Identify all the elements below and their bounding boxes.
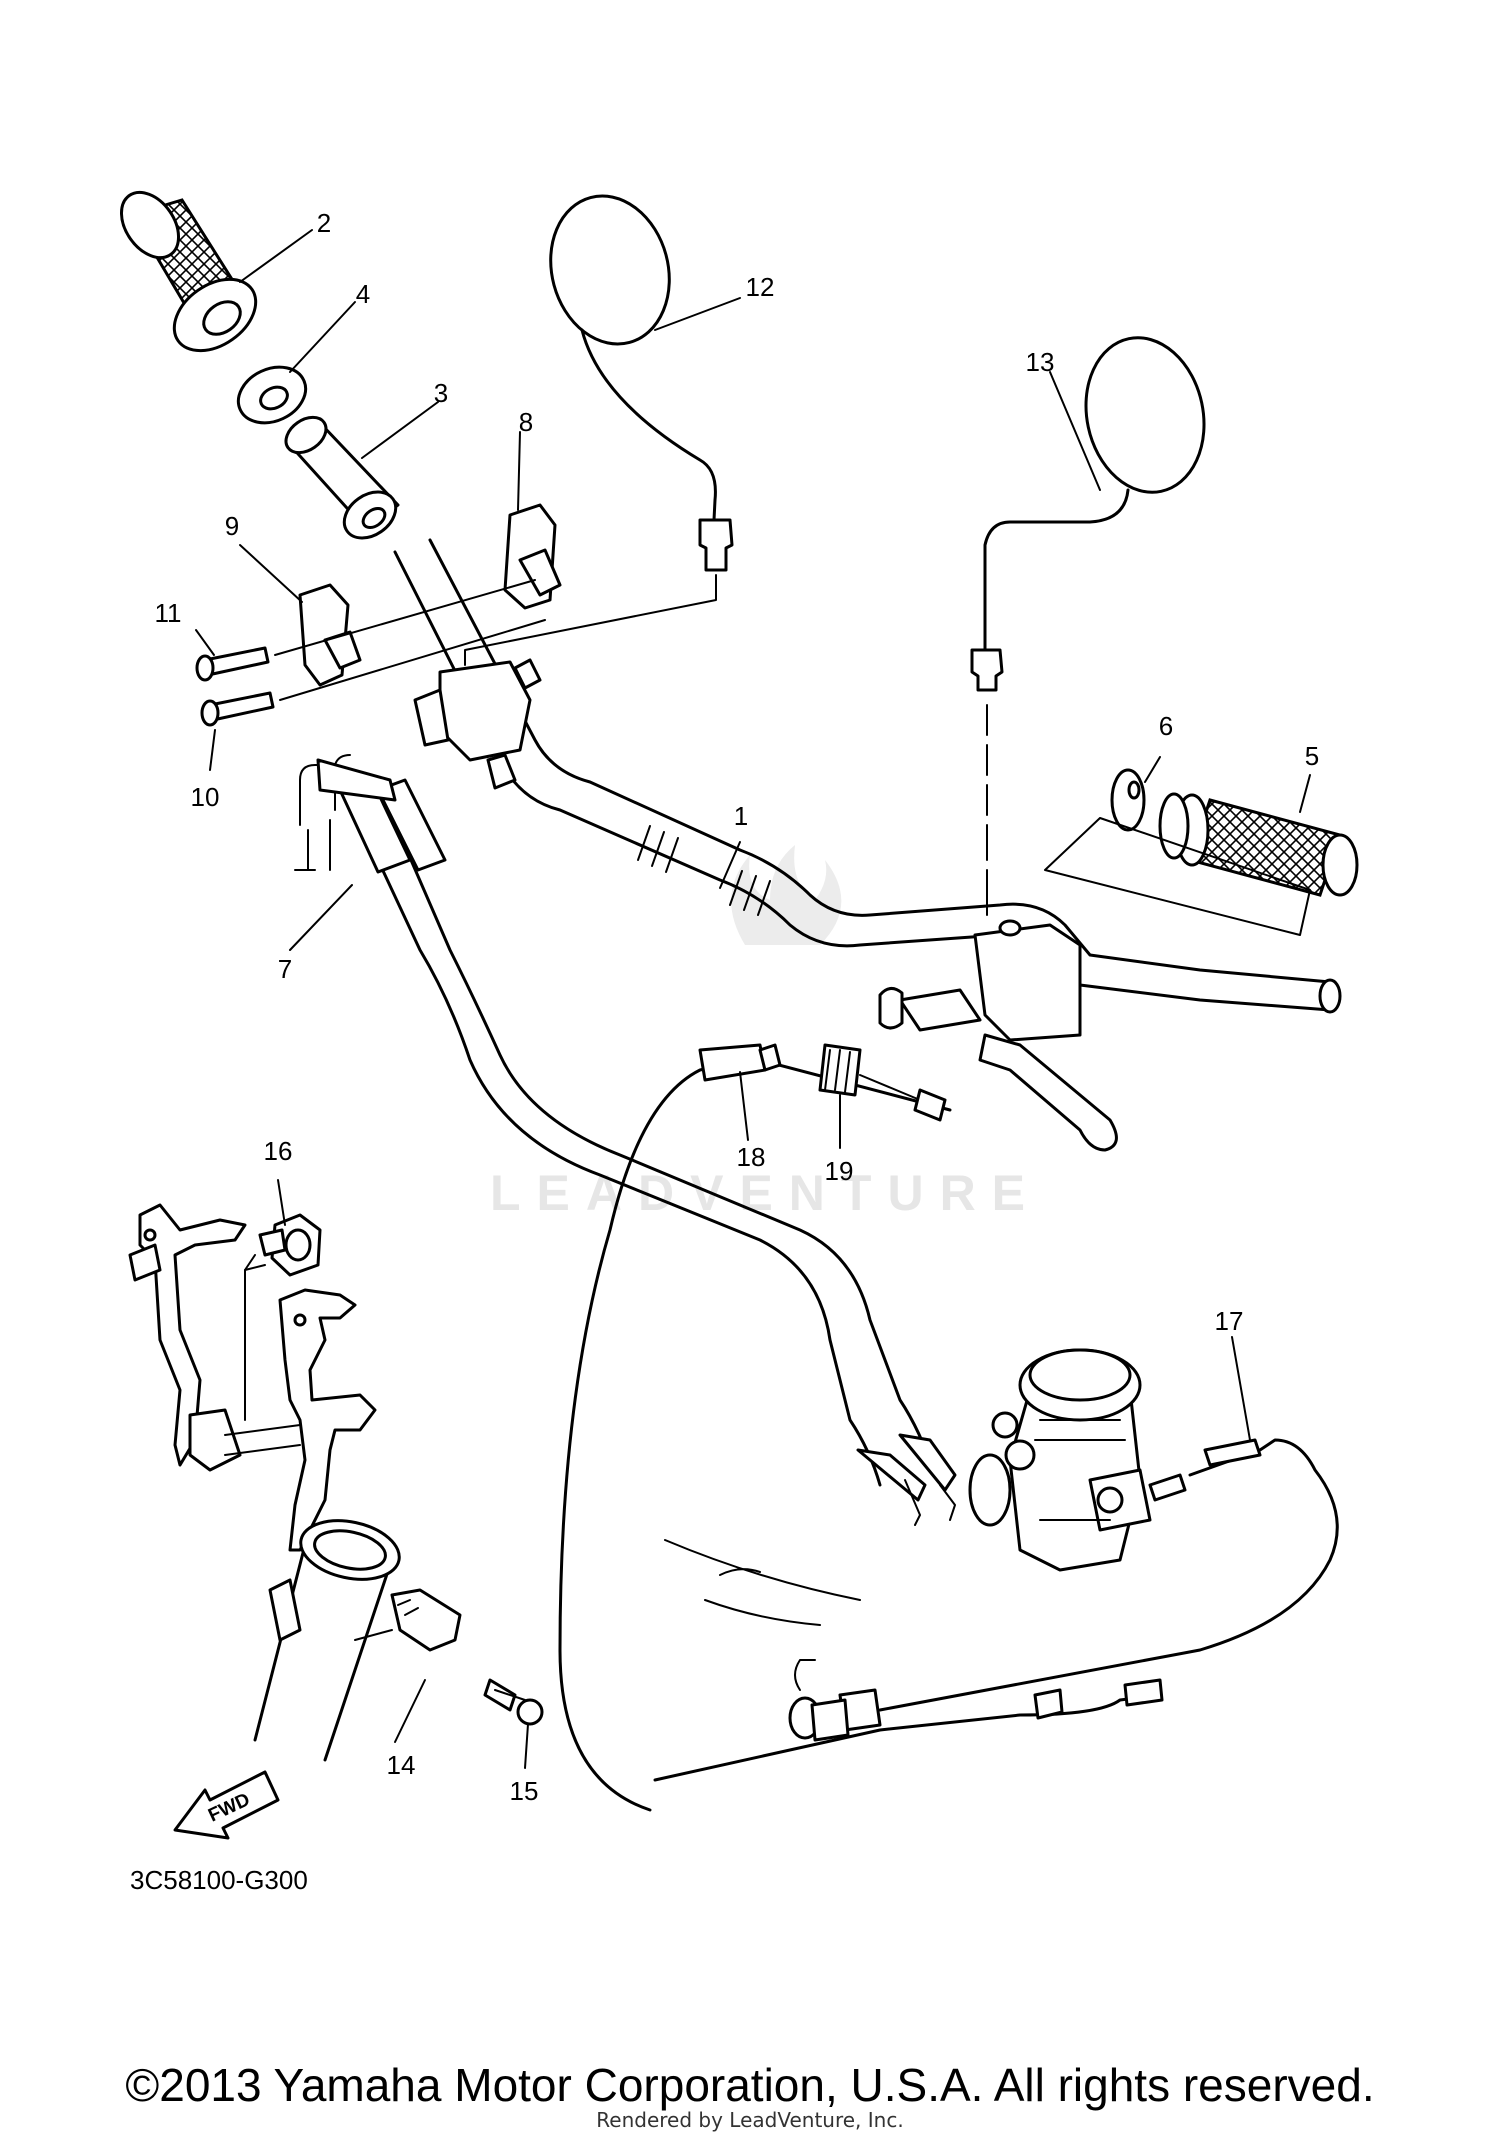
callout-19: 19 [825, 1156, 854, 1186]
callout-18: 18 [737, 1142, 766, 1172]
frame-outline [664, 1539, 861, 1626]
assembly-line [354, 1629, 393, 1641]
bolt-15 [483, 1678, 544, 1726]
cable-holder-9 [298, 583, 362, 687]
choke-cable [788, 1438, 1339, 1742]
callout-8: 8 [519, 407, 533, 437]
washer-6 [1110, 768, 1146, 832]
throttle-cables [294, 754, 957, 1526]
fork-tube [253, 1519, 401, 1762]
callout-4: 4 [356, 279, 370, 309]
mirror-right [970, 336, 1206, 916]
right-lever-assembly [878, 919, 1118, 1152]
watermark-text: LEADVENTURE [490, 1165, 1041, 1221]
carburetor [968, 1348, 1152, 1572]
washer-4 [236, 365, 308, 425]
watermark: LEADVENTURE [490, 845, 1041, 1221]
callout-17: 17 [1215, 1306, 1244, 1336]
bracket-assembly [128, 1203, 377, 1552]
callout-15: 15 [510, 1776, 539, 1806]
cable-clamp-14 [390, 1588, 462, 1652]
clutch-cable [558, 1043, 1164, 1812]
leader-lines [195, 229, 1311, 1769]
throttle-tube [284, 415, 400, 540]
throttle-grip [119, 190, 258, 353]
callout-2: 2 [317, 208, 331, 238]
copyright-notice: ©2013 Yamaha Motor Corporation, U.S.A. A… [125, 2059, 1375, 2111]
assembly-line [279, 619, 546, 701]
assembly-line [244, 1254, 256, 1271]
cable-holder-8 [503, 503, 562, 610]
callout-5: 5 [1305, 741, 1319, 771]
clamp-16 [258, 1213, 322, 1277]
callout-9: 9 [225, 511, 239, 541]
callout-1: 1 [734, 801, 748, 831]
callout-10: 10 [191, 782, 220, 812]
callout-12: 12 [746, 272, 775, 302]
grip-5 [1158, 792, 1359, 897]
assembly-line [274, 579, 536, 656]
handlebar [393, 538, 1342, 1014]
assembly-line [1044, 817, 1311, 936]
mirror-left [464, 194, 734, 666]
callout-3: 3 [434, 378, 448, 408]
callout-13: 13 [1026, 347, 1055, 377]
callout-11: 11 [155, 598, 182, 628]
forward-arrow: FWD [173, 1770, 280, 1840]
screw-11 [195, 646, 270, 682]
callout-16: 16 [264, 1136, 293, 1166]
rendered-by-credit: Rendered by LeadVenture, Inc. [596, 2108, 904, 2132]
callout-6: 6 [1159, 711, 1173, 741]
left-switch-housing [413, 658, 542, 790]
callout-14: 14 [387, 1750, 416, 1780]
screw-10 [200, 691, 275, 727]
callout-7: 7 [278, 954, 292, 984]
callout-labels: 1 2 3 4 5 6 7 8 9 10 11 12 13 14 15 16 1… [155, 208, 1320, 1806]
diagram-part-code: 3C58100-G300 [130, 1865, 308, 1895]
